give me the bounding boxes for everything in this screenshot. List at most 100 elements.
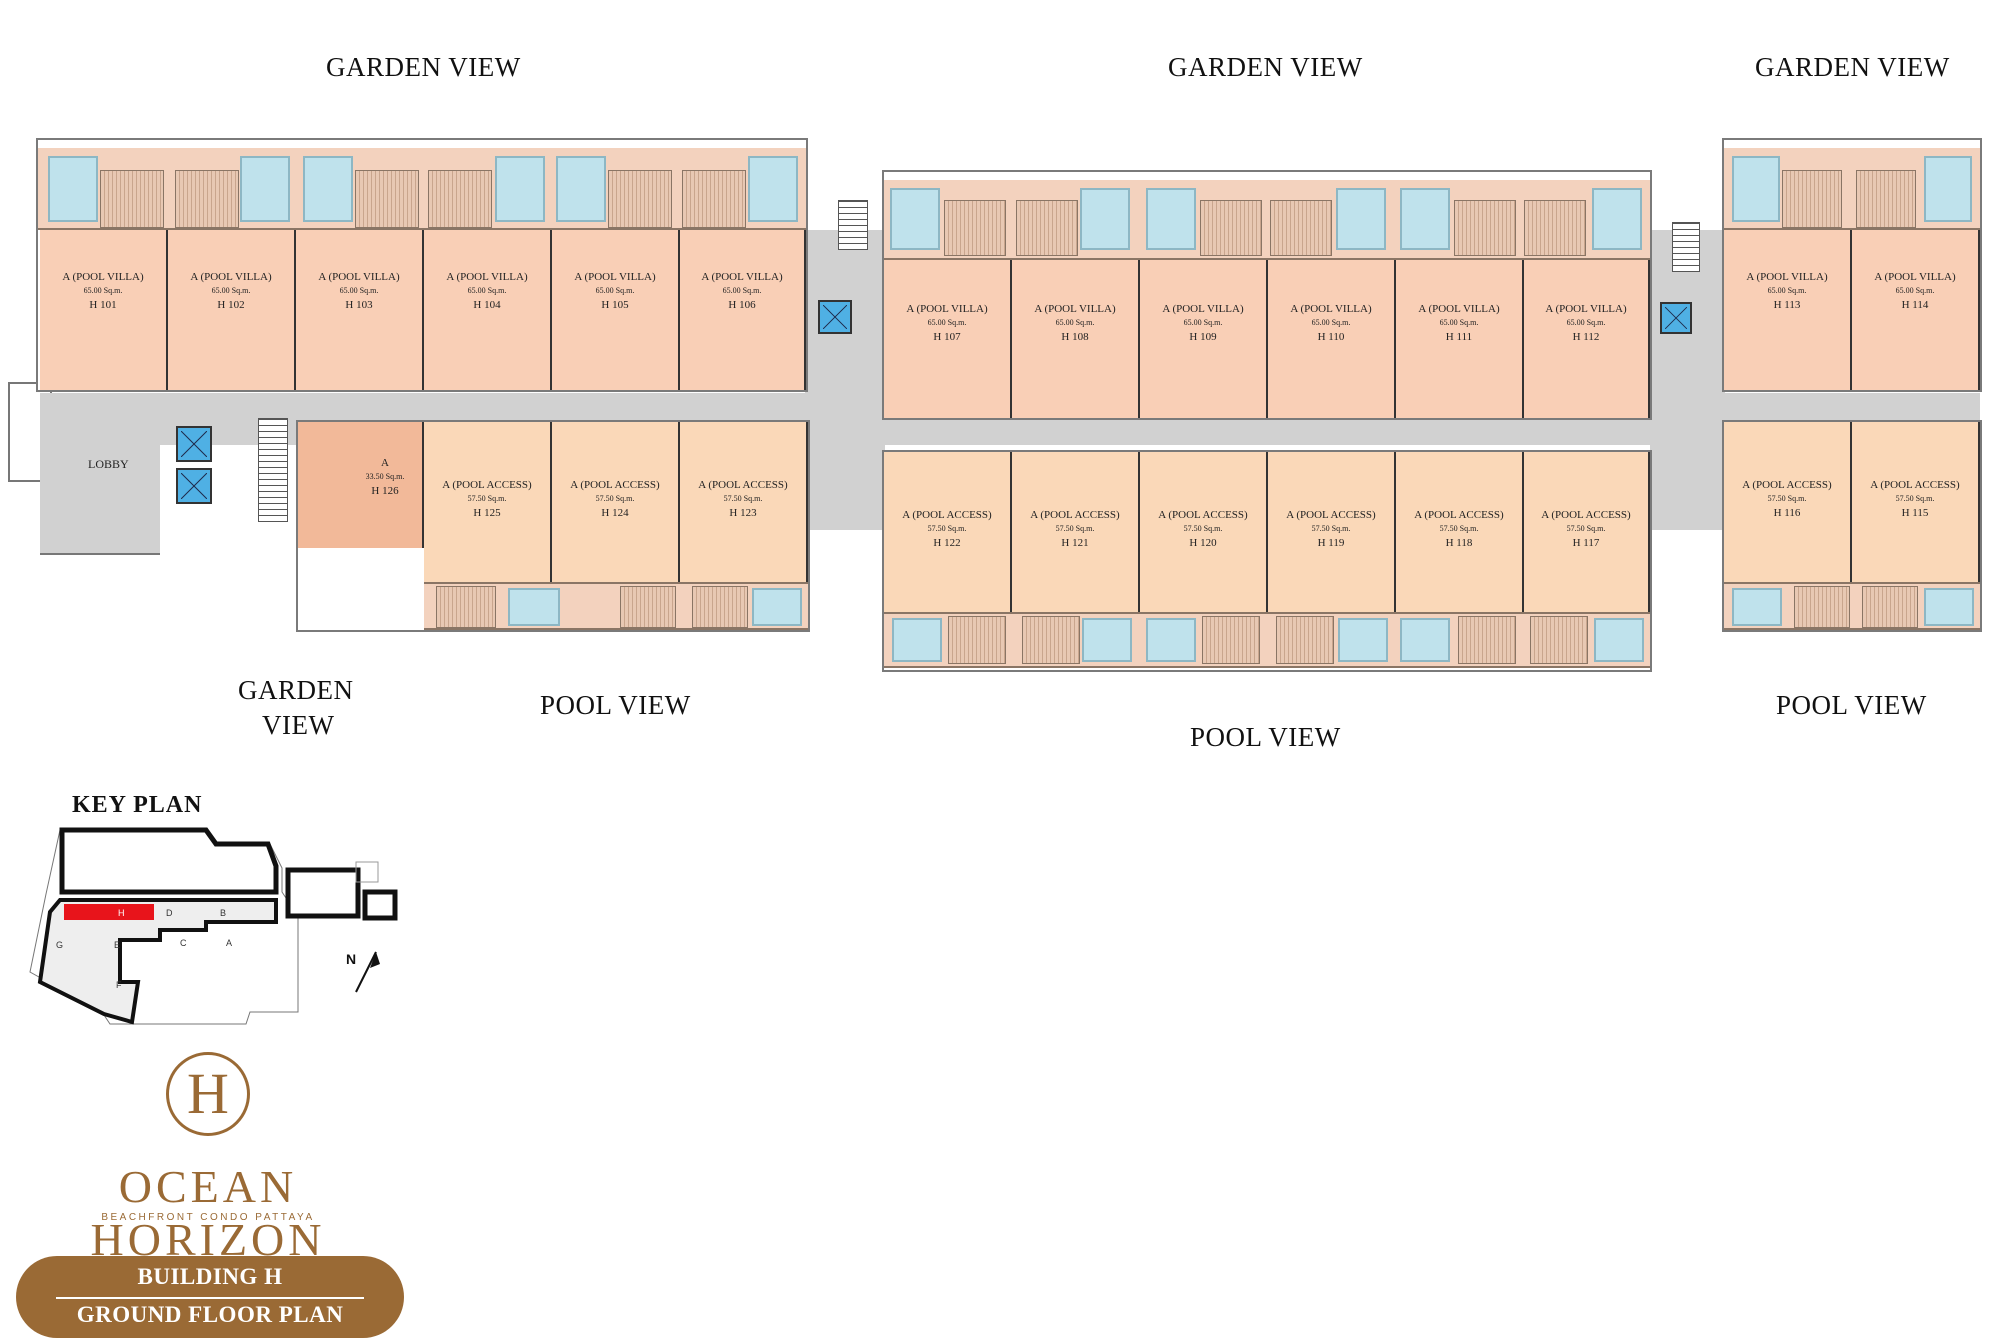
building-badge: BUILDING H GROUND FLOOR PLAN [16, 1256, 404, 1338]
unit-number: H 121 [1061, 537, 1089, 549]
unit-number: H 118 [1445, 537, 1473, 549]
unit-area: 65.00 Sq.m. [339, 286, 379, 295]
unit-h107[interactable]: A (POOL VILLA)65.00 Sq.m.H 107 [884, 260, 1012, 418]
unit-type: A (POOL VILLA) [1162, 303, 1244, 315]
unit-number: H 106 [728, 299, 756, 311]
unit-area: 57.50 Sq.m. [1895, 494, 1935, 503]
unit-number: H 105 [601, 299, 629, 311]
key-plan-highlight [64, 904, 154, 920]
private-pool [748, 156, 798, 222]
unit-number: H 112 [1572, 331, 1600, 343]
unit-number: H 113 [1773, 299, 1801, 311]
pool-deck [1454, 200, 1516, 256]
brand-monogram: H [187, 1061, 229, 1126]
unit-number: H 102 [217, 299, 245, 311]
unit-h113[interactable]: A (POOL VILLA)65.00 Sq.m.H 113 [1724, 230, 1852, 390]
private-pool [303, 156, 353, 222]
unit-h114[interactable]: A (POOL VILLA)65.00 Sq.m.H 114 [1852, 230, 1980, 390]
unit-type: A (POOL ACCESS) [1870, 479, 1960, 491]
pool-deck [1270, 200, 1332, 256]
unit-type: A (POOL VILLA) [1290, 303, 1372, 315]
unit-type: A (POOL ACCESS) [1414, 509, 1504, 521]
unit-area: 65.00 Sq.m. [1311, 318, 1351, 327]
unit-number: H 120 [1189, 537, 1217, 549]
pool-deck [1856, 170, 1916, 228]
unit-h105[interactable]: A (POOL VILLA)65.00 Sq.m.H 105 [552, 230, 680, 390]
unit-area: 57.50 Sq.m. [1055, 524, 1095, 533]
unit-area: 65.00 Sq.m. [1439, 318, 1479, 327]
north-label: N [346, 951, 356, 967]
private-pool [508, 588, 560, 626]
unit-area: 57.50 Sq.m. [927, 524, 967, 533]
terrace-strip [884, 612, 1650, 668]
unit-area: 57.50 Sq.m. [1767, 494, 1807, 503]
pool-deck [948, 616, 1006, 664]
unit-h102[interactable]: A (POOL VILLA) 65.00 Sq.m. H 102 [168, 230, 296, 390]
key-plan-map: H D B E C A F G N [29, 827, 398, 1025]
unit-area: 65.00 Sq.m. [211, 286, 251, 295]
pool-deck [355, 170, 419, 228]
elevator-icon [818, 300, 852, 334]
pool-deck [1016, 200, 1078, 256]
pool-deck [100, 170, 164, 228]
unit-h119[interactable]: A (POOL ACCESS)57.50 Sq.m.H 119 [1268, 452, 1396, 612]
unit-type: A (POOL ACCESS) [442, 479, 532, 491]
unit-h118[interactable]: A (POOL ACCESS)57.50 Sq.m.H 118 [1396, 452, 1524, 612]
unit-number: H 103 [345, 299, 373, 311]
unit-h120[interactable]: A (POOL ACCESS)57.50 Sq.m.H 120 [1140, 452, 1268, 612]
unit-h117[interactable]: A (POOL ACCESS)57.50 Sq.m.H 117 [1524, 452, 1650, 612]
unit-h108[interactable]: A (POOL VILLA)65.00 Sq.m.H 108 [1012, 260, 1140, 418]
key-plan-label-h: H [118, 908, 125, 918]
unit-h125[interactable]: A (POOL ACCESS)57.50 Sq.m.H 125 [424, 422, 552, 582]
unit-h103[interactable]: A (POOL VILLA)65.00 Sq.m.H 103 [296, 230, 424, 390]
pool-deck [608, 170, 672, 228]
unit-number: H 110 [1317, 331, 1345, 343]
unit-number: H 117 [1572, 537, 1600, 549]
private-pool [556, 156, 606, 222]
unit-type: A (POOL VILLA) [62, 271, 144, 283]
private-pool [752, 588, 802, 626]
unit-type: A (POOL ACCESS) [570, 479, 660, 491]
key-plan-label-g: G [56, 940, 63, 950]
private-pool [240, 156, 290, 222]
unit-h111[interactable]: A (POOL VILLA)65.00 Sq.m.H 111 [1396, 260, 1524, 418]
pool-deck [1202, 616, 1260, 664]
unit-h123[interactable]: A (POOL ACCESS)57.50 Sq.m.H 123 [680, 422, 808, 582]
private-pool [1400, 618, 1450, 662]
unit-area: 57.50 Sq.m. [1311, 524, 1351, 533]
unit-h121[interactable]: A (POOL ACCESS)57.50 Sq.m.H 121 [1012, 452, 1140, 612]
unit-h110[interactable]: A (POOL VILLA) 65.00 Sq.m. H 110 [1268, 260, 1396, 418]
private-pool [1338, 618, 1388, 662]
unit-h122[interactable]: A (POOL ACCESS)57.50 Sq.m.H 122 [884, 452, 1012, 612]
private-pool [892, 618, 942, 662]
view-label-pool-bottom-left: POOL VIEW [540, 690, 691, 720]
unit-h124[interactable]: A (POOL ACCESS)57.50 Sq.m.H 124 [552, 422, 680, 582]
private-pool [1082, 618, 1132, 662]
unit-h116[interactable]: A (POOL ACCESS)57.50 Sq.m.H 116 [1724, 422, 1852, 582]
unit-type: A (POOL VILLA) [1034, 303, 1116, 315]
brand-monogram-ring: H [166, 1052, 250, 1136]
private-pool [1732, 156, 1780, 222]
pool-deck [436, 586, 496, 628]
unit-h115[interactable]: A (POOL ACCESS)57.50 Sq.m.H 115 [1852, 422, 1980, 582]
key-plan-buildings [37, 827, 398, 1025]
pool-deck [1458, 616, 1516, 664]
private-pool [1400, 188, 1450, 250]
unit-type: A (POOL VILLA) [574, 271, 656, 283]
key-plan-label-e: E [114, 940, 120, 950]
key-plan-label-d: D [166, 908, 173, 918]
corridor-connector-left [805, 230, 885, 530]
unit-area: 65.00 Sq.m. [722, 286, 762, 295]
unit-type: A (POOL VILLA) [190, 271, 272, 283]
unit-h104[interactable]: A (POOL VILLA)65.00 Sq.m.H 104 [424, 230, 552, 390]
unit-h101[interactable]: A (POOL VILLA)65.00 Sq.m.H 101 [40, 230, 168, 390]
unit-h112[interactable]: A (POOL VILLA)65.00 Sq.m.H 112 [1524, 260, 1650, 418]
unit-number: H 126 [371, 485, 399, 497]
unit-h106[interactable]: A (POOL VILLA)65.00 Sq.m.H 106 [680, 230, 806, 390]
view-label-pool-bottom-right: POOL VIEW [1776, 690, 1927, 720]
unit-h109[interactable]: A (POOL VILLA)65.00 Sq.m.H 109 [1140, 260, 1268, 418]
private-pool [890, 188, 940, 250]
unit-type: A (POOL ACCESS) [1742, 479, 1832, 491]
private-pool [1924, 588, 1974, 626]
